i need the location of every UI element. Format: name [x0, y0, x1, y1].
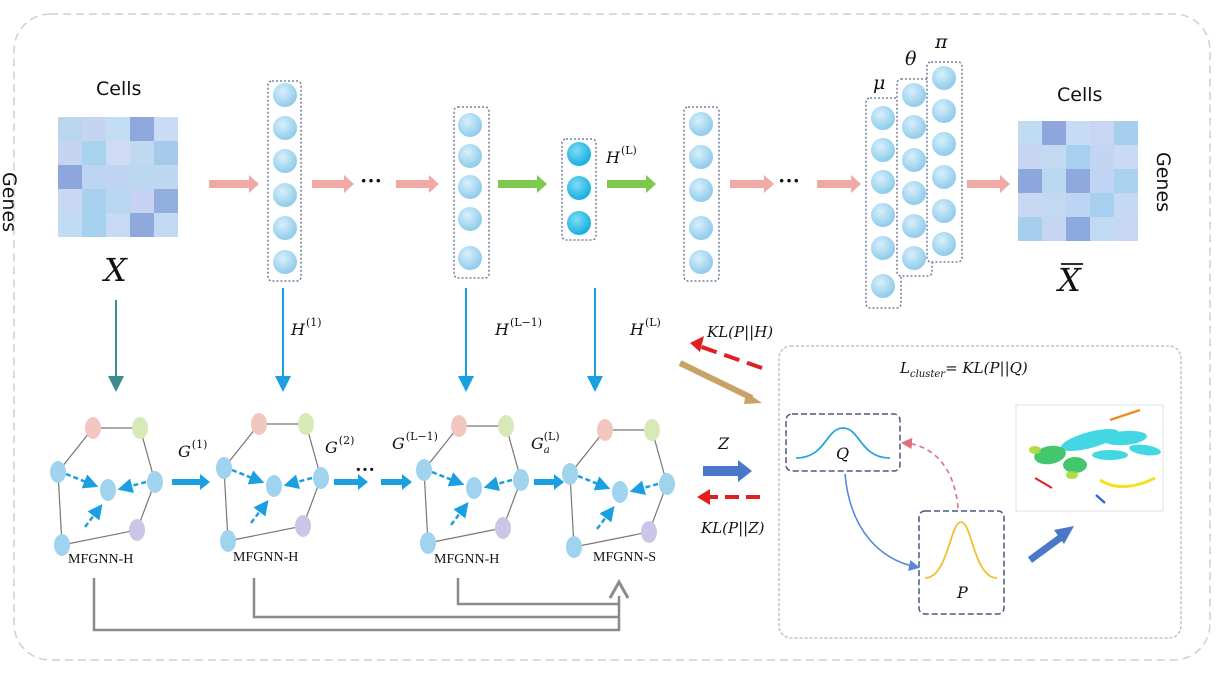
skip-connections [92, 578, 621, 632]
input-symbol: X [104, 251, 127, 289]
output-genes-label: Genes [1152, 152, 1174, 213]
graph-flow-arrows [172, 474, 564, 490]
cluster-scatter-image [1015, 404, 1164, 512]
decoder-layer-1 [683, 106, 720, 282]
cluster-panel [778, 345, 1182, 639]
graph-module-4 [562, 419, 675, 558]
kl-ph-label: KL(P||H) [707, 323, 774, 341]
pi-label: π [935, 31, 948, 53]
q-to-p-arrow [844, 473, 921, 572]
theta-label: θ [905, 48, 917, 70]
input-matrix [58, 117, 178, 237]
p-label: P [957, 583, 968, 602]
graph-ellipsis: ··· [355, 459, 376, 481]
gL-1-label: G(L−1) [392, 430, 438, 453]
kl-ph-arrow [690, 336, 763, 370]
input-genes-label: Genes [0, 172, 20, 233]
skip-arrowhead [608, 578, 630, 599]
module-4-label: MFGNN-S [593, 550, 657, 565]
top-ellipsis-2: ··· [778, 168, 801, 193]
bottleneck-label: H(L) [606, 144, 637, 167]
hL-1-label: H(L−1) [495, 316, 543, 339]
encoder-layer-1 [267, 80, 302, 282]
kl-pz-label: KL(P||Z) [701, 519, 765, 537]
g2-label: G(2) [325, 434, 355, 457]
top-flow-arrows [209, 175, 1010, 193]
graph-module-3 [416, 415, 529, 554]
p-to-scatter-arrow [1027, 526, 1074, 563]
mu-layer [865, 97, 902, 309]
top-ellipsis-1: ··· [360, 168, 383, 193]
h1-label: H(1) [291, 316, 322, 339]
module-2-label: MFGNN-H [233, 550, 299, 565]
module-1-label: MFGNN-H [68, 552, 134, 567]
mu-label: μ [873, 72, 886, 94]
module-3-label: MFGNN-H [434, 552, 500, 567]
graph-module-1 [50, 417, 163, 556]
p-to-q-arrow [900, 437, 959, 509]
output-matrix [1018, 121, 1138, 241]
outer-frame [13, 13, 1211, 661]
input-cells-label: Cells [96, 78, 142, 100]
theta-layer [896, 78, 933, 277]
encoder-layer-L-1 [453, 106, 490, 279]
z-arrow [703, 460, 752, 482]
output-cells-label: Cells [1057, 84, 1103, 106]
output-symbol: X [1058, 261, 1081, 299]
ga-label: Ga(L) [531, 430, 560, 456]
g1-label: G(1) [178, 438, 208, 461]
gold-arrow [678, 360, 762, 404]
hL-label: H(L) [630, 316, 661, 339]
z-label: Z [718, 434, 730, 453]
bottleneck-layer [561, 138, 597, 241]
q-distribution-box [785, 413, 901, 472]
pi-layer [926, 61, 963, 263]
cluster-loss-label: Lcluster= KL(P||Q) [900, 359, 1028, 380]
kl-pz-arrow [697, 489, 760, 505]
graph-module-2 [216, 413, 329, 552]
q-label: Q [836, 444, 850, 463]
